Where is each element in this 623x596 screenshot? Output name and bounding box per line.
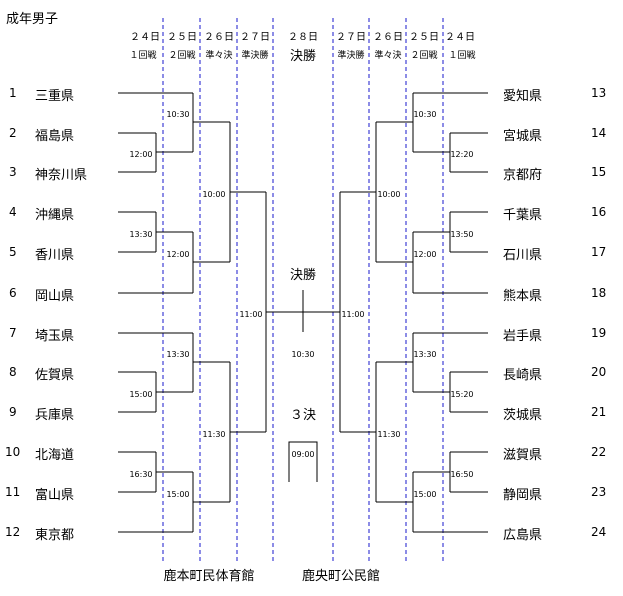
match-time: 10:30 [166,110,190,119]
team-number: 14 [591,126,607,140]
team-name: 広島県 [503,528,543,543]
team-number: 1 [9,86,17,100]
team-number: 11 [5,485,21,499]
date-header: ２４日 [445,32,475,43]
round-header: 準決勝 [337,51,365,61]
match-time: 15:00 [166,490,190,499]
team-name: 埼玉県 [35,329,75,344]
team-number: 24 [591,525,607,539]
team-number: 23 [591,485,607,499]
team-number: 18 [591,286,607,300]
team-number: 2 [9,126,17,140]
round-header: １回戦 [129,51,157,61]
round-header: 準決勝 [241,51,269,61]
round-header: １回戦 [448,51,476,61]
final-header: 決勝 [289,49,316,64]
team-name: 熊本県 [503,289,543,304]
team-name: 長崎県 [503,368,543,383]
team-name: 三重県 [35,89,75,104]
team-number: 21 [591,405,607,419]
team-number: 13 [591,86,607,100]
page-title: 成年男子 [6,12,59,27]
date-header: ２５日 [167,32,197,43]
team-number: 12 [5,525,21,539]
team-name: 香川県 [35,248,75,263]
date-header: ２４日 [130,32,160,43]
final-markers [288,290,318,482]
match-time: 10:00 [202,190,226,199]
date-header: ２６日 [373,32,403,43]
match-time: 16:50 [450,470,474,479]
match-time: 12:00 [413,250,437,259]
round-header: 準々決 [374,51,402,61]
team-name: 茨城県 [503,408,543,423]
final-time: 10:30 [291,350,315,359]
team-name: 北海道 [35,448,75,463]
team-name: 愛知県 [503,89,543,104]
team-number: 19 [591,326,607,340]
team-name: 神奈川県 [35,168,88,183]
date-header: ２６日 [204,32,234,43]
match-time: 10:00 [377,190,401,199]
team-number: 8 [9,365,17,379]
team-name: 福島県 [35,129,75,144]
team-number: 9 [9,405,17,419]
venue-left: 鹿本町民体育館 [163,569,255,584]
match-time: 11:30 [377,430,401,439]
match-time: 13:30 [166,350,190,359]
team-name: 岩手県 [503,329,543,344]
team-number: 22 [591,445,607,459]
team-name: 静岡県 [503,488,543,503]
match-time: 13:50 [450,230,474,239]
team-name: 宮城県 [503,129,543,144]
match-time: 13:30 [413,350,437,359]
left-bracket [118,92,340,533]
team-name: 滋賀県 [503,448,543,463]
team-number: 4 [9,205,17,219]
date-header-final: ２８日 [288,32,318,43]
team-number: 7 [9,326,17,340]
match-time: 15:00 [413,490,437,499]
round-header: ２回戦 [410,51,438,61]
third-place-time: 09:00 [291,450,315,459]
final-label: 決勝 [289,268,316,283]
team-number: 5 [9,245,17,259]
match-time: 13:30 [129,230,153,239]
round-header: 準々決 [205,51,233,61]
team-name: 千葉県 [503,208,543,223]
third-place-label: ３決 [289,408,316,423]
team-number: 20 [591,365,607,379]
right-bracket [339,92,488,533]
match-time: 10:30 [413,110,437,119]
team-number: 10 [5,445,21,459]
date-header: ２７日 [240,32,270,43]
match-time: 15:00 [129,390,153,399]
match-time: 11:30 [202,430,226,439]
match-time: 11:00 [341,310,365,319]
team-name: 石川県 [503,248,543,263]
team-name: 沖縄県 [35,208,75,223]
team-number: 6 [9,286,17,300]
date-header: ２７日 [336,32,366,43]
round-header: ２回戦 [168,51,196,61]
team-name: 京都府 [503,168,543,183]
match-time: 12:20 [450,150,474,159]
date-header: ２５日 [409,32,439,43]
match-time: 16:30 [129,470,153,479]
team-name: 岡山県 [35,289,75,304]
team-name: 富山県 [35,488,75,503]
match-time: 12:00 [166,250,190,259]
team-number: 16 [591,205,607,219]
match-time: 12:00 [129,150,153,159]
match-time: 11:00 [239,310,263,319]
team-name: 東京都 [35,528,75,543]
team-number: 15 [591,165,607,179]
team-number: 17 [591,245,607,259]
team-number: 3 [9,165,17,179]
venue-right: 鹿央町公民館 [301,569,380,584]
team-name: 佐賀県 [35,368,75,383]
team-name: 兵庫県 [35,408,75,423]
match-time: 15:20 [450,390,474,399]
